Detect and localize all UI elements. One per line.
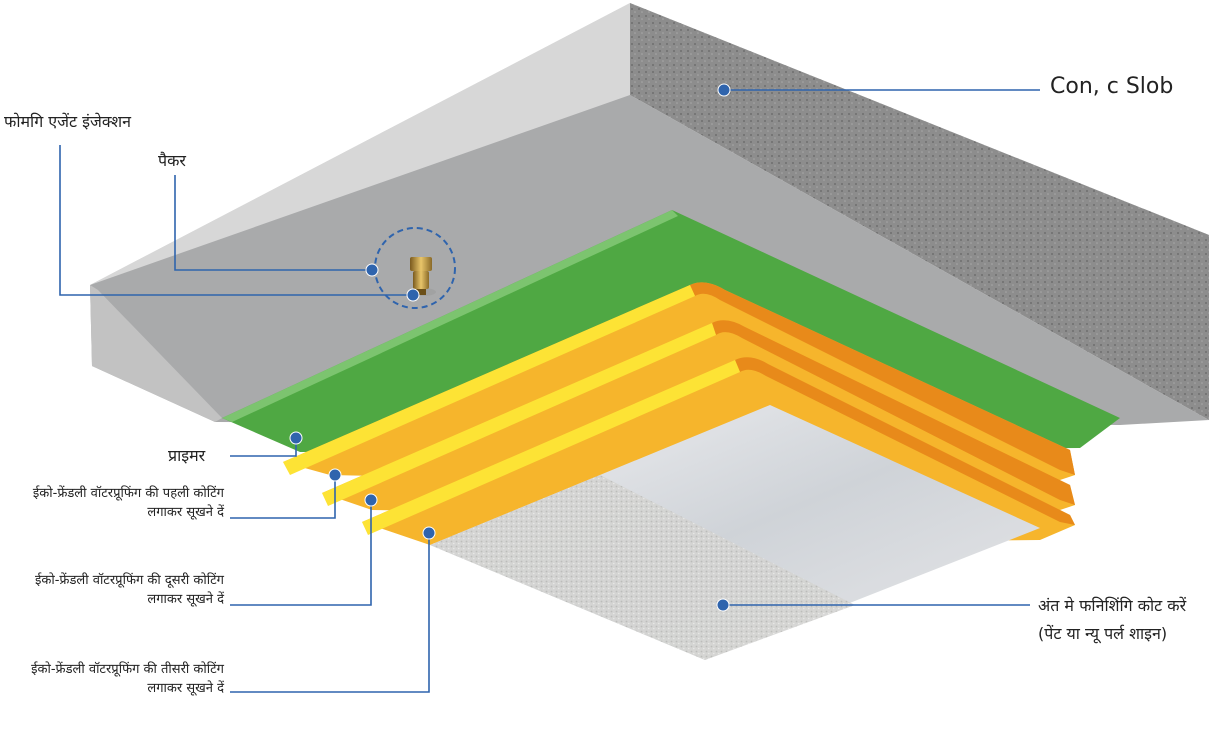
leader-coat1 <box>230 475 336 519</box>
leader-lines <box>59 89 1040 693</box>
coating-1-orange-band <box>690 282 1075 475</box>
coating-3-orange-band <box>735 357 1075 525</box>
slab-right-side-face <box>630 3 1209 420</box>
label-packer: पैकर <box>158 151 186 170</box>
label-coat-3-line-2: लगाकर सूखने दें <box>147 681 224 696</box>
label-concrete-slab: Con, c Slob <box>1050 74 1174 99</box>
label-coat-1-line-1: ईको-फ्रेंडली वॉटरप्रूफिंग की पहली कोटिंग <box>32 486 224 501</box>
dot-coat1 <box>328 468 342 482</box>
slab-left-edge <box>90 285 222 422</box>
leader-packer <box>174 175 372 271</box>
label-foaming-agent-injection: फोमगि एजेंट इंजेक्शन <box>4 112 131 131</box>
dot-coat3 <box>422 526 436 540</box>
dot-packer <box>365 263 379 277</box>
finishing-coat-texture <box>430 475 855 660</box>
label-coat-2-line-2: लगाकर सूखने दें <box>147 592 224 607</box>
coating-2-edge <box>322 323 716 506</box>
coating-3-edge <box>362 360 740 535</box>
label-coat-3: ईको-फ्रेंडली वॉटरप्रूफिंग की तीसरी कोटिं… <box>31 660 224 698</box>
label-coat-2: ईको-फ्रेंडली वॉटरप्रूफिंग की दूसरी कोटिं… <box>35 571 224 609</box>
dot-foaming <box>406 288 420 302</box>
label-finishing-line-1: अंत मे फनिशिंगि कोट करें <box>1038 596 1187 615</box>
leader-dots <box>289 83 731 612</box>
dot-finish <box>716 598 730 612</box>
leader-foaming <box>59 145 413 296</box>
dot-primer <box>289 431 303 445</box>
label-coat-1-line-2: लगाकर सूखने दें <box>147 505 224 520</box>
dot-slab <box>717 83 731 97</box>
label-primer: प्राइमर <box>168 446 206 465</box>
label-coat-2-line-1: ईको-फ्रेंडली वॉटरप्रूफिंग की दूसरी कोटिं… <box>35 573 224 588</box>
label-coat-1: ईको-फ्रेंडली वॉटरप्रूफिंग की पहली कोटिंग… <box>33 484 224 522</box>
label-finishing-line-2: (पेंट या न्यू पर्ल शाइन) <box>1038 624 1168 643</box>
primer-edge <box>222 210 678 422</box>
dot-coat2 <box>364 493 378 507</box>
leader-coat3 <box>230 533 430 693</box>
coating-1-edge <box>283 285 695 475</box>
leader-coat2 <box>230 500 372 606</box>
coating-2-orange-band <box>712 320 1075 505</box>
slab-left-front-face <box>90 3 630 285</box>
label-finishing-coat: अंत मे फनिशिंगि कोट करें (पेंट या न्यू प… <box>1038 592 1186 648</box>
label-coat-3-line-1: ईको-फ्रेंडली वॉटरप्रूफिंग की तीसरी कोटिं… <box>31 662 224 677</box>
